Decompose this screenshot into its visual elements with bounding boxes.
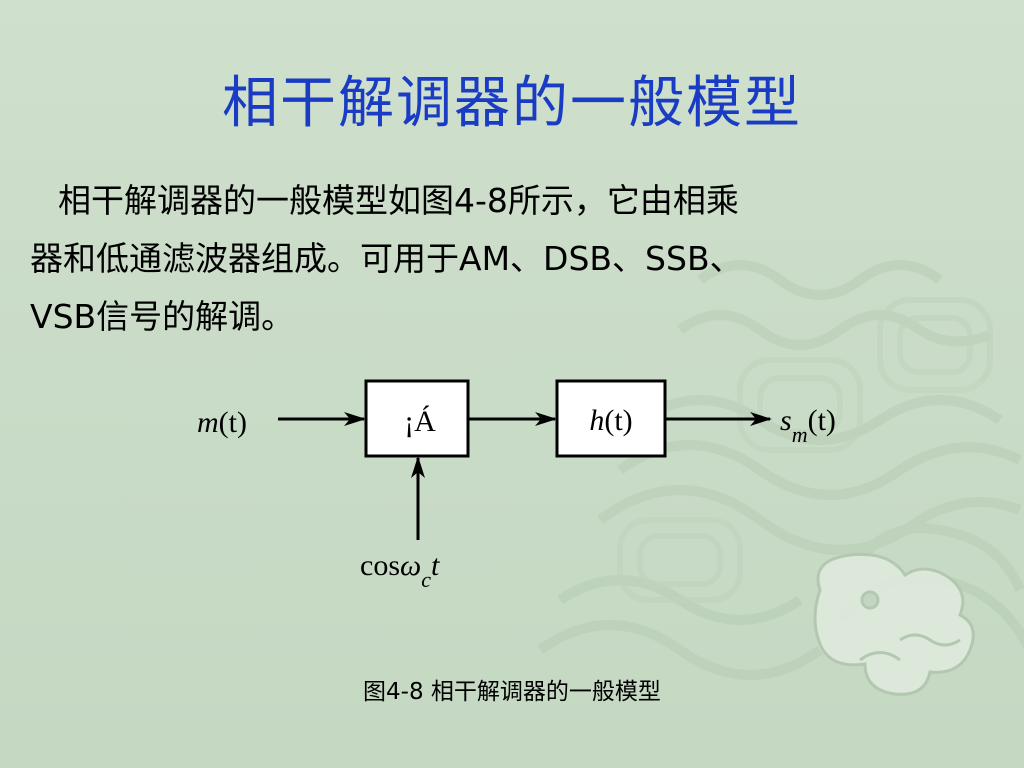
slide-title: 相干解调器的一般模型 xyxy=(222,71,802,136)
paragraph-line-1: 相干解调器的一般模型如图4-8所示，它由相乘 xyxy=(58,181,739,220)
paragraph-line-3: VSB信号的解调。 xyxy=(30,297,295,336)
multiplier-label: ¡Á xyxy=(404,405,436,438)
input-signal-label: m(t) xyxy=(197,406,247,439)
filter-block xyxy=(555,379,667,458)
dragon-ornament xyxy=(813,552,975,696)
paragraph-line-2: 器和低通滤波器组成。可用于AM、DSB、SSB、 xyxy=(30,239,743,278)
description-paragraph: 相干解调器的一般模型如图4-8所示，它由相乘 器和低通滤波器组成。可用于AM、D… xyxy=(30,172,890,346)
output-signal-label: sm(t) xyxy=(780,404,836,447)
filter-label: h(t) xyxy=(589,404,632,437)
figure-caption: 图4-8 相干解调器的一般模型 xyxy=(363,679,661,705)
carrier-label: cosωct xyxy=(360,549,440,592)
